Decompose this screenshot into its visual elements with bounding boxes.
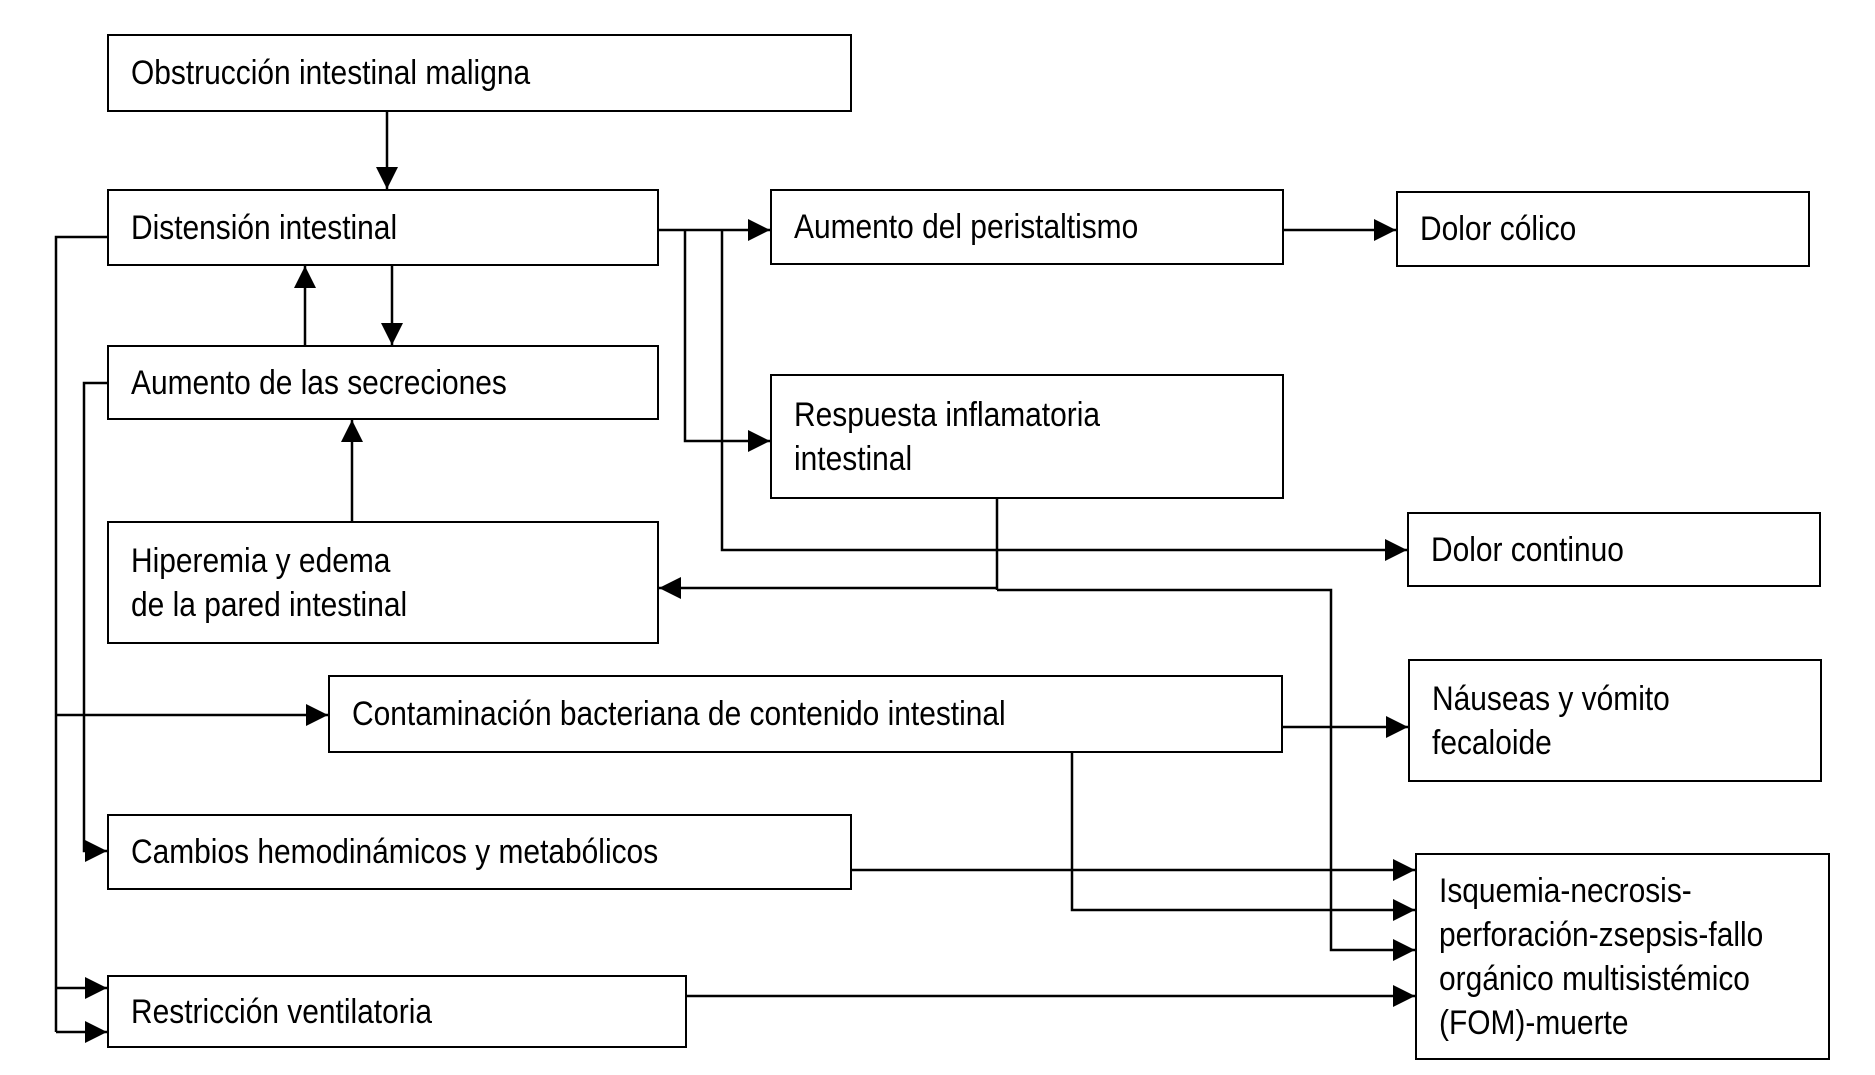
arrow-ventilatoria-isquemia [1393, 985, 1415, 1007]
arrow-distension-secreciones [381, 323, 403, 345]
node-obstruccion-label: Obstrucción intestinal maligna [131, 54, 531, 92]
node-colico-label: Dolor cólico [1420, 210, 1577, 248]
node-peristaltismo: Aumento del peristaltismo [770, 189, 1284, 265]
arrow-obstruccion-distension [376, 167, 398, 189]
node-isquemia: Isquemia-necrosis- perforación-zsepsis-f… [1415, 853, 1830, 1060]
arrow-contaminacion-nauseas [1386, 716, 1408, 738]
edge-distension-trunk [54, 235, 107, 1032]
arrow-hiperemia-secreciones [341, 420, 363, 442]
node-hemodinamicos-label: Cambios hemodinámicos y metabólicos [131, 833, 659, 871]
node-contaminacion: Contaminación bacteriana de contenido in… [328, 675, 1283, 753]
node-continuo-label: Dolor continuo [1431, 530, 1624, 569]
arrow-peristaltismo-colico [1374, 219, 1396, 241]
arrow-distension-ventilatoria [85, 1021, 107, 1043]
node-inflamatoria: Respuesta inflamatoria intestinal [770, 374, 1284, 499]
arrow-secreciones-hemodinamicos [85, 840, 107, 862]
node-colico: Dolor cólico [1396, 191, 1810, 267]
edge-inflamatoria-isquemia [997, 588, 1415, 952]
node-ventilatoria-label: Restricción ventilatoria [131, 992, 432, 1031]
node-secreciones: Aumento de las secreciones [107, 345, 659, 420]
edge-contaminacion-isquemia [1070, 753, 1415, 912]
node-distension-label: Distensión intestinal [131, 208, 398, 247]
edge-distension-inflamatoria [683, 230, 770, 443]
arrow-hemodinamicos-isquemia [1393, 859, 1415, 881]
node-peristaltismo-label: Aumento del peristaltismo [794, 208, 1139, 246]
node-hiperemia-label: Hiperemia y edema de la pared intestinal [131, 541, 408, 624]
edge-secreciones-hemodinamicos [82, 381, 107, 853]
arrow-distension-contaminacion [306, 704, 328, 726]
node-nauseas-label: Náuseas y vómito fecaloide [1432, 679, 1670, 762]
node-hemodinamicos: Cambios hemodinámicos y metabólicos [107, 814, 852, 890]
node-continuo: Dolor continuo [1407, 512, 1821, 587]
arrow-distension-inflamatoria [748, 430, 770, 452]
arrow-distension-continuo [1385, 539, 1407, 561]
node-isquemia-label: Isquemia-necrosis- perforación-zsepsis-f… [1439, 871, 1764, 1042]
arrow-inflamatoria-isquemia [1393, 939, 1415, 961]
node-hiperemia: Hiperemia y edema de la pared intestinal [107, 521, 659, 644]
node-distension: Distensión intestinal [107, 189, 659, 266]
node-contaminacion-label: Contaminación bacteriana de contenido in… [352, 695, 1006, 733]
node-inflamatoria-label: Respuesta inflamatoria intestinal [794, 395, 1101, 478]
arrow-distension-peristaltismo [748, 219, 770, 241]
node-secreciones-label: Aumento de las secreciones [131, 363, 507, 402]
arrow-secreciones-ventilatoria [85, 977, 107, 999]
edge-distension-continuo [720, 230, 1407, 552]
arrow-secreciones-distension [294, 266, 316, 288]
arrow-inflamatoria-hiperemia [659, 577, 681, 599]
node-ventilatoria: Restricción ventilatoria [107, 975, 687, 1048]
node-obstruccion: Obstrucción intestinal maligna [107, 34, 852, 112]
node-nauseas: Náuseas y vómito fecaloide [1408, 659, 1822, 782]
arrow-contaminacion-isquemia [1393, 899, 1415, 921]
